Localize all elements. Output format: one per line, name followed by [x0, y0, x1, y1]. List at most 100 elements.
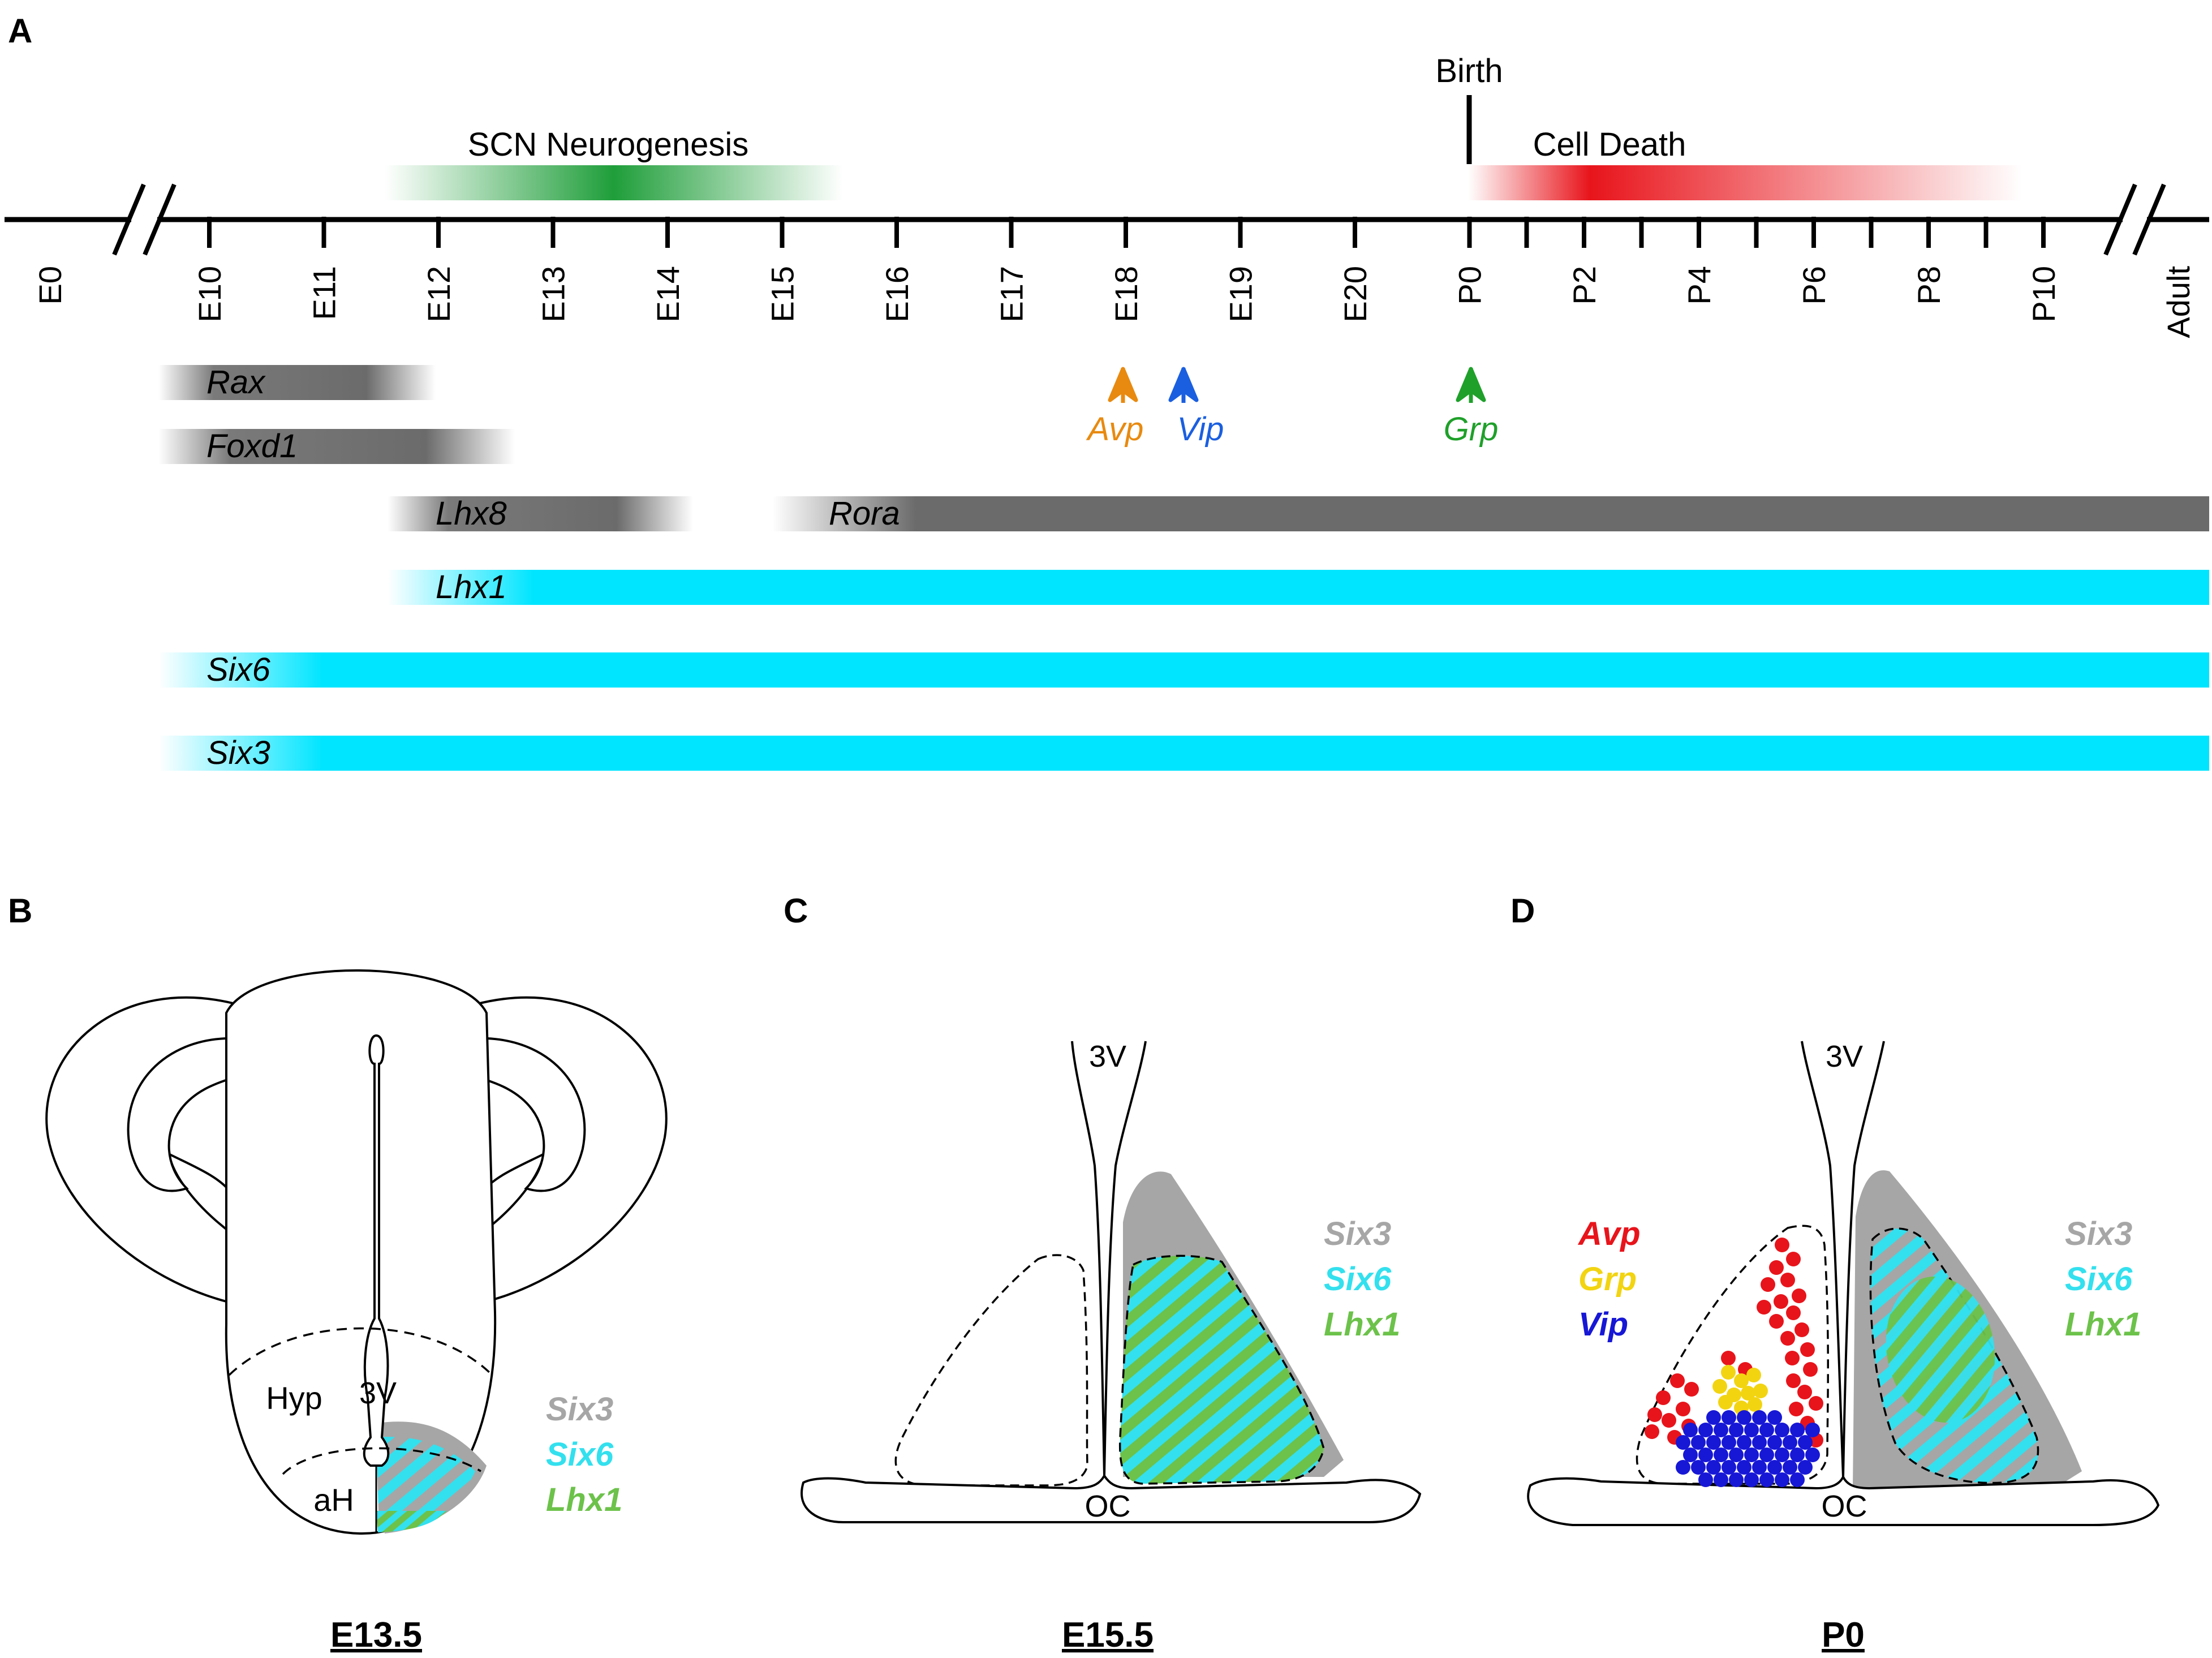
avp-cell-dot — [1769, 1260, 1784, 1275]
vip-cell-dot — [1767, 1460, 1782, 1475]
c-ventricle-label: 3V — [1089, 1040, 1126, 1073]
axis-tick-label: E16 — [879, 266, 915, 323]
avp-cell-dot — [1647, 1407, 1662, 1422]
vip-cell-dot — [1714, 1472, 1728, 1487]
axis-tick-label: E0 — [32, 266, 68, 305]
axis-tick-label: E18 — [1108, 266, 1144, 323]
vip-cell-dot — [1790, 1447, 1805, 1462]
panel-c-letter: C — [784, 892, 808, 930]
ah-boundary — [282, 1447, 481, 1475]
e13-5-brain-section — [45, 969, 668, 1535]
avp-cell-dot — [1803, 1362, 1818, 1377]
vip-cell-dot — [1805, 1447, 1820, 1462]
axis-tick-label: P4 — [1681, 266, 1717, 305]
p0-cell-dots — [1645, 1238, 1823, 1487]
grp-marker-label: Grp — [1444, 411, 1499, 448]
avp-cell-dot — [1800, 1342, 1815, 1357]
e13-5-six6-region — [376, 1437, 475, 1531]
vip-cell-dot — [1729, 1472, 1744, 1487]
cell-death-label: Cell Death — [1533, 126, 1686, 163]
avp-cell-dot — [1757, 1300, 1771, 1315]
right-ventricle-fold — [479, 1037, 586, 1192]
grp-cell-dot — [1734, 1373, 1749, 1388]
avp-cell-dot — [1670, 1373, 1685, 1388]
gene-bar-label-rax: Rax — [206, 364, 266, 401]
vip-cell-dot — [1683, 1447, 1698, 1462]
vip-cell-dot — [1714, 1423, 1728, 1437]
d-legend-six3: Six3 — [2065, 1215, 2132, 1252]
vip-cell-dot — [1783, 1460, 1797, 1475]
p0-scn-section — [1527, 1041, 2160, 1526]
avp-cell-dot — [1761, 1277, 1775, 1292]
gene-bar-label-lhx8: Lhx8 — [436, 495, 507, 532]
panel-b-letter: B — [8, 892, 32, 930]
grp-cell-dot — [1718, 1395, 1733, 1410]
vip-cell-dot — [1759, 1423, 1774, 1437]
c-scn-right — [1118, 1255, 1325, 1485]
axis-tick-label: P6 — [1796, 266, 1832, 305]
gene-bar-rora — [772, 496, 2209, 531]
hyp-boundary — [228, 1327, 493, 1376]
axis-break-mark — [112, 183, 146, 256]
axis-tick-label: E17 — [994, 266, 1030, 323]
d-lhx1-core — [1886, 1276, 1995, 1423]
axis-tick-label: P10 — [2026, 266, 2062, 323]
axis-tick-label: E20 — [1337, 266, 1373, 323]
vip-cell-dot — [1722, 1410, 1736, 1425]
gene-bar-lhx8 — [388, 496, 693, 531]
vip-cell-dot — [1759, 1472, 1774, 1487]
vip-cell-dot — [1676, 1435, 1690, 1450]
vip-cell-dot — [1790, 1423, 1805, 1437]
avp-marker-label: Avp — [1086, 411, 1144, 448]
d-chiasm-label: OC — [1822, 1489, 1867, 1523]
grp-cell-dot — [1721, 1365, 1736, 1380]
gene-bar-label-six6: Six6 — [206, 651, 271, 688]
axis-break-mark — [2103, 183, 2137, 256]
c-optic-chiasm — [801, 1474, 1422, 1523]
vip-cell-dot — [1737, 1460, 1751, 1475]
d-optic-chiasm — [1527, 1474, 2160, 1526]
vip-cell-dot — [1775, 1472, 1789, 1487]
gene-bar-rax — [158, 365, 436, 400]
axis-tick-label: E15 — [765, 266, 801, 323]
b-legend-lhx1: Lhx1 — [546, 1481, 622, 1518]
vip-cell-dot — [1744, 1447, 1759, 1462]
axis-break-mark — [2132, 183, 2166, 256]
vip-cell-dot — [1722, 1435, 1736, 1450]
grp-arrow-icon — [1456, 367, 1486, 403]
avp-cell-dot — [1662, 1413, 1676, 1428]
d-stage-label: P0 — [1822, 1616, 1865, 1655]
avp-cell-dot — [1645, 1424, 1659, 1439]
b-stage-label: E13.5 — [330, 1616, 422, 1655]
avp-cell-dot — [1684, 1382, 1699, 1397]
c-legend-lhx1: Lhx1 — [1324, 1306, 1400, 1343]
avp-marker: Avp — [1086, 367, 1144, 448]
axis-tick-label: P2 — [1567, 266, 1602, 305]
avp-cell-dot — [1786, 1373, 1801, 1388]
grp-cell-dot — [1741, 1386, 1755, 1401]
axis-tick-label: E10 — [192, 266, 227, 323]
grp-marker: Grp — [1444, 367, 1499, 448]
vip-cell-dot — [1698, 1447, 1713, 1462]
axis-tick-label: P8 — [1911, 266, 1947, 305]
axis-tick-label: E12 — [421, 266, 457, 323]
avp-cell-dot — [1786, 1305, 1801, 1320]
avp-cell-dot — [1789, 1402, 1804, 1416]
axis-tick-label: E14 — [650, 266, 686, 323]
axis-tick-label: E13 — [536, 266, 571, 323]
vip-cell-dot — [1691, 1435, 1706, 1450]
gene-bar-foxd1 — [158, 429, 515, 464]
panel-d-letter: D — [1510, 892, 1535, 930]
gene-bar-lhx1 — [388, 570, 2209, 605]
axis-break-mark — [143, 183, 177, 256]
b-ventricle-label: 3V — [359, 1376, 397, 1410]
vip-cell-dot — [1706, 1460, 1721, 1475]
gene-bar-label-lhx1: Lhx1 — [436, 569, 507, 605]
neurogenesis-bar — [385, 165, 843, 200]
vip-cell-dot — [1767, 1435, 1782, 1450]
vip-cell-dot — [1744, 1472, 1759, 1487]
b-legend-six6: Six6 — [546, 1436, 614, 1473]
e15-5-scn-section — [801, 1041, 1422, 1523]
grp-cell-dot — [1753, 1384, 1768, 1398]
